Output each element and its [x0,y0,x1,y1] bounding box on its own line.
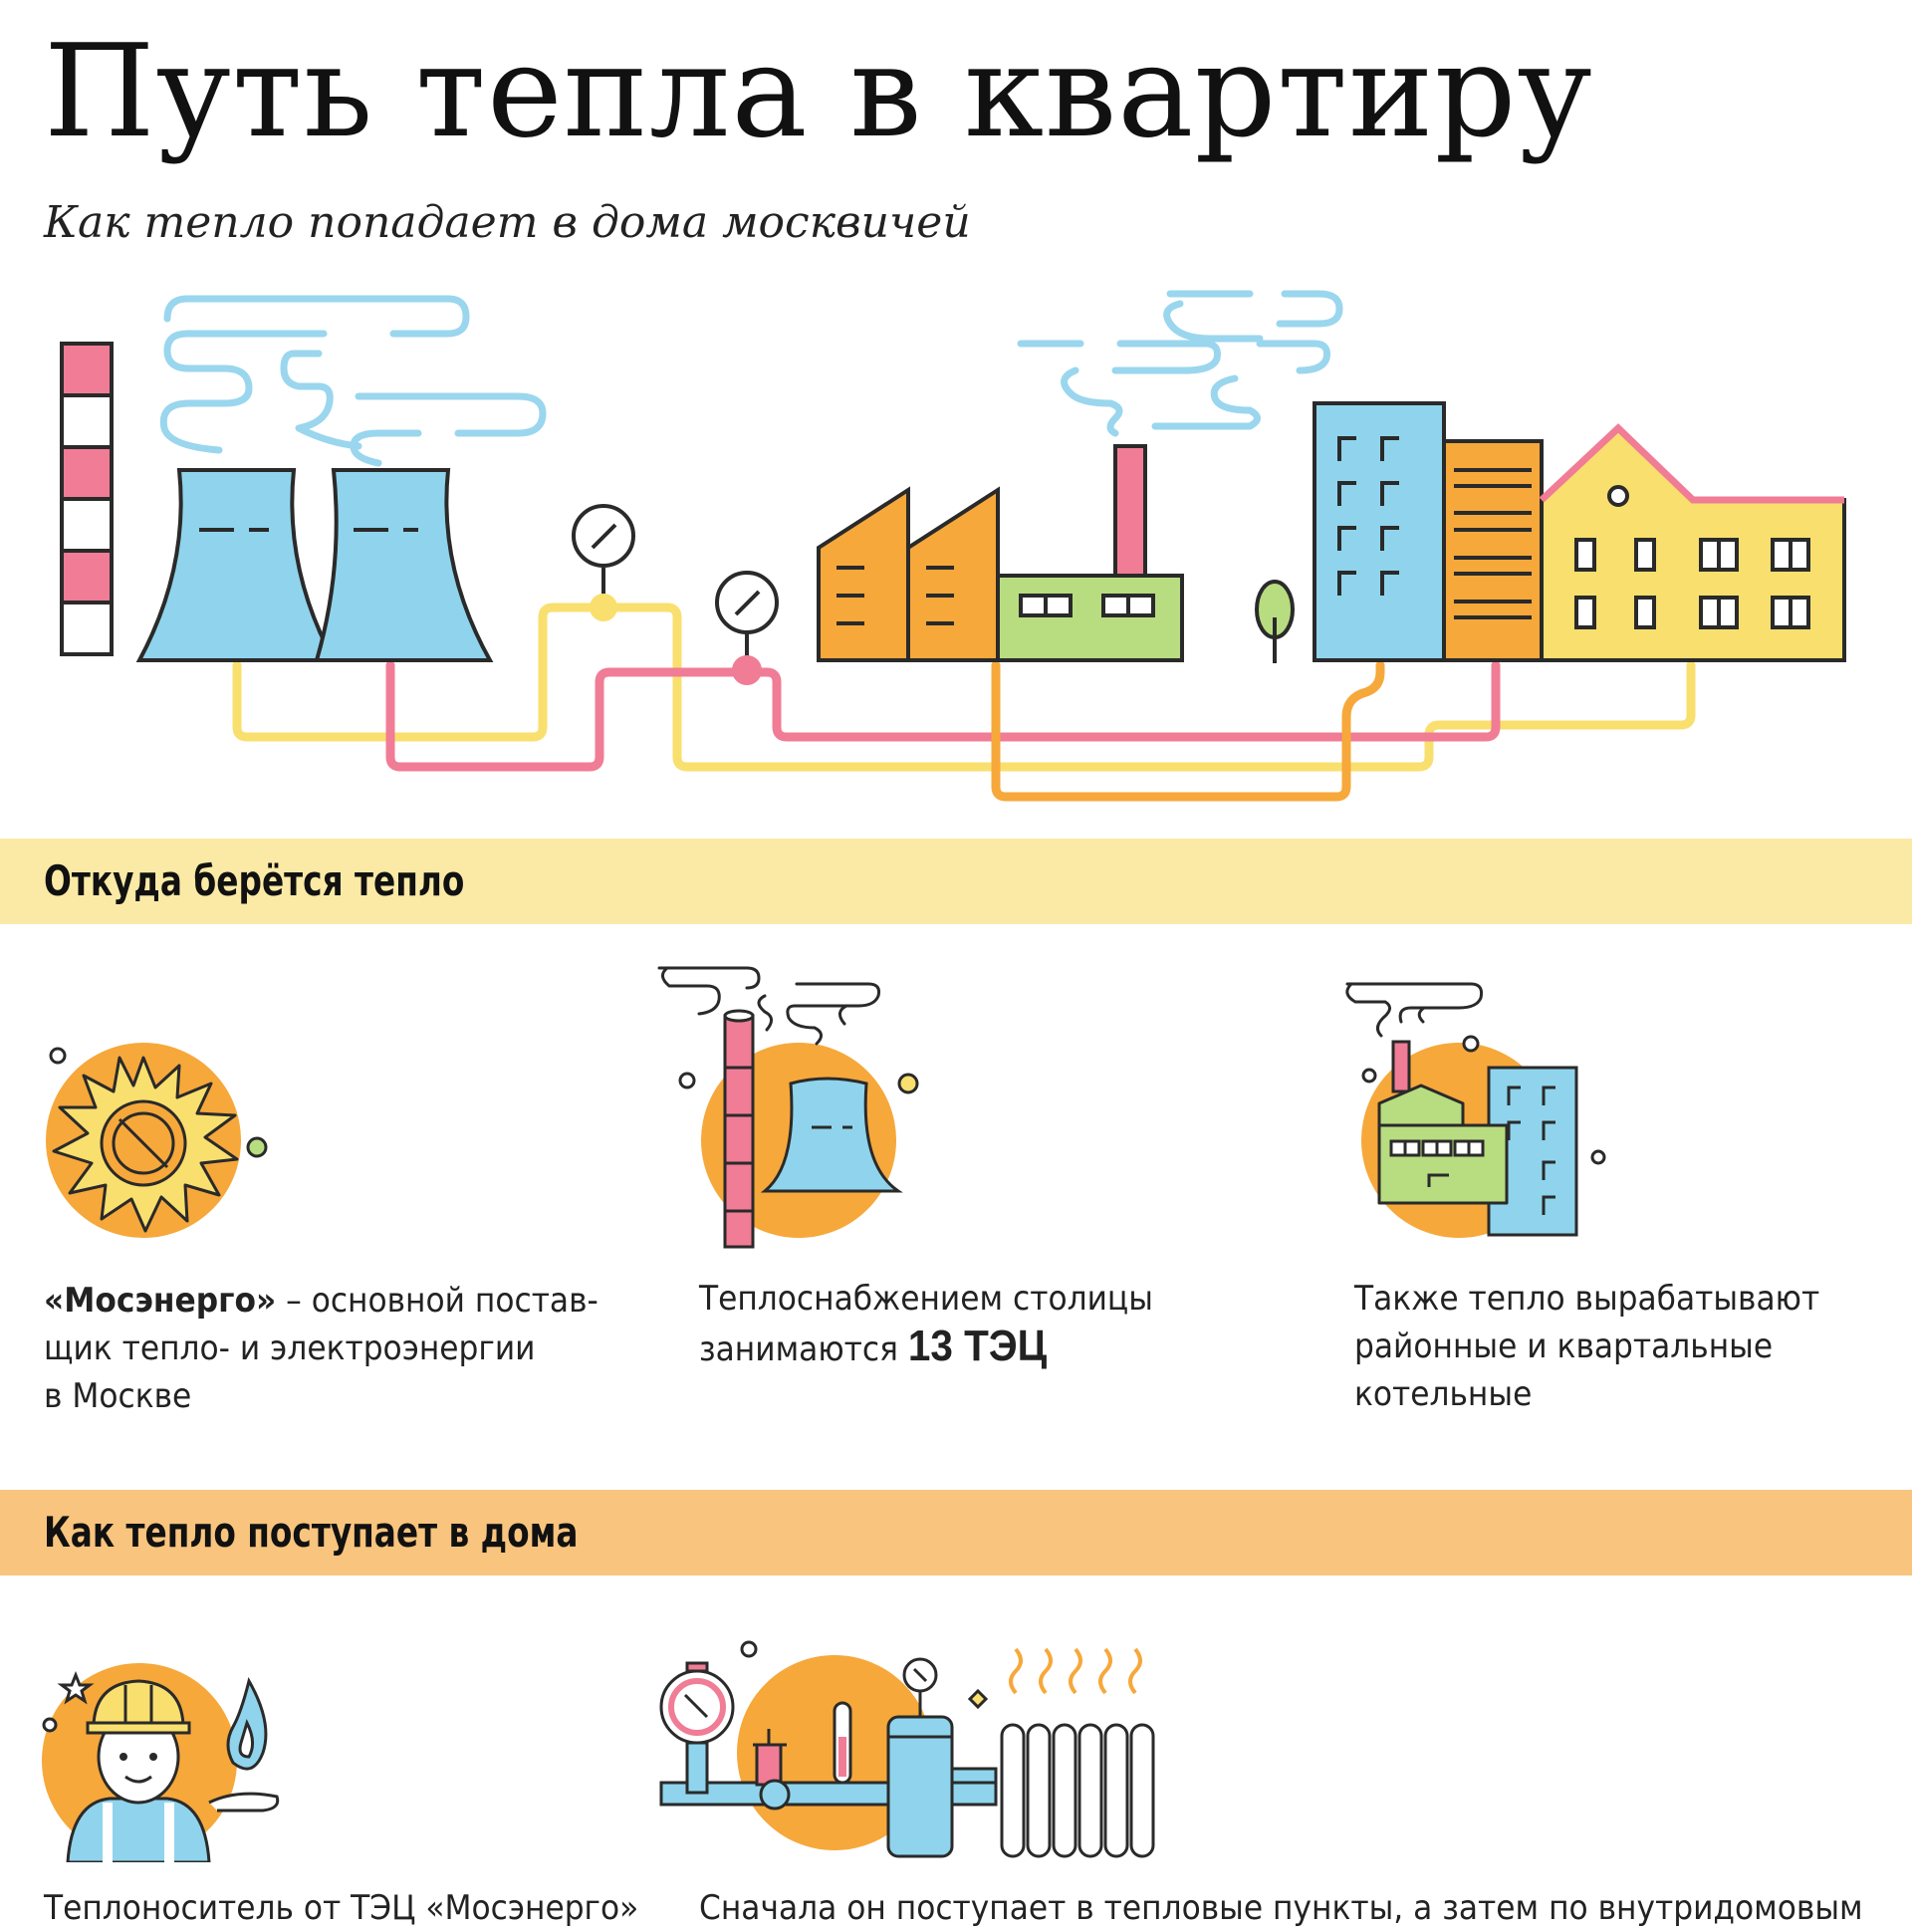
caption-mosenergo: «Мосэнерго» – основной постав- щик тепло… [44,1277,598,1420]
section-heading-text: Как тепло поступает в дома [44,1508,579,1557]
worker-icon [42,1663,280,1862]
page-title: Путь тепла в квартиру [44,18,1593,166]
caption-line: – основной постав- [276,1281,598,1321]
caption-line: щик тепло- и электроэнергии [44,1328,536,1368]
sun-fire-icon [46,1043,268,1238]
caption-line: Также тепло вырабатывают [1354,1279,1820,1319]
tec-count: 13 ТЭЦ [907,1322,1048,1370]
yellow-pipe [232,603,1696,772]
section-heading-sources: Откуда берётся тепло [0,839,1912,924]
caption-line: занимаются [699,1329,908,1369]
cooling-towers [135,468,494,662]
caption-line: районные и квартальные [1354,1327,1774,1366]
caption-line: в Москве [44,1376,192,1416]
pressure-gauges [572,504,779,685]
tree [1255,580,1295,663]
steam-right [1017,290,1343,437]
caption-line: Теплоснабжением столицы [699,1279,1153,1319]
heat-point-icon [659,1640,1155,1858]
heat-path-illustration [60,290,1846,802]
boiler-house-icon [1345,982,1606,1238]
orange-pipe [991,660,1385,802]
pink-pipe [385,660,1501,772]
power-plant-icon [657,966,919,1249]
caption-lead: «Мосэнерго» [44,1281,277,1321]
caption-tec: Теплоснабжением столицы занимаются 13 ТЭ… [699,1275,1153,1373]
caption-coolant: Теплоноситель от ТЭЦ «Мосэнерго» [44,1888,639,1928]
caption-boilers: Также тепло вырабатывают районные и квар… [1354,1275,1819,1418]
striped-chimney [60,342,114,656]
caption-heat-points: Сначала он поступает в тепловые пункты, … [699,1888,1863,1928]
buildings [1313,401,1846,662]
caption-line: котельные [1354,1374,1533,1414]
factory [817,444,1184,662]
section-heading-text: Откуда берётся тепло [44,856,465,905]
page-subtitle: Как тепло попадает в дома москвичей [44,197,971,248]
steam-left [159,295,547,467]
section-heading-delivery: Как тепло поступает в дома [0,1490,1912,1575]
